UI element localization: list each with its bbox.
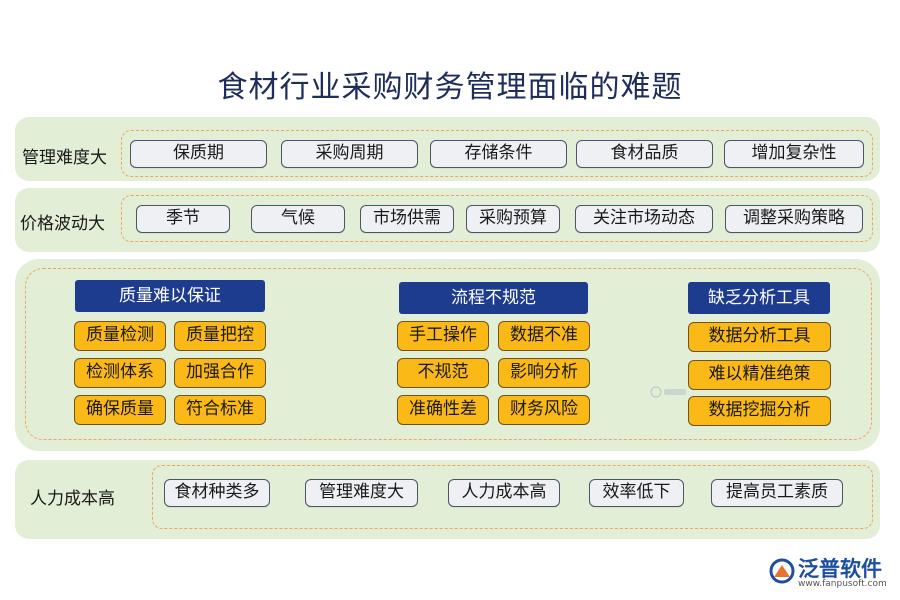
tag-box: 财务风险 [498, 395, 590, 425]
item-box: 采购周期 [281, 140, 418, 168]
tag-box: 加强合作 [174, 358, 266, 388]
row-label-management: 管理难度大 [22, 148, 107, 168]
dashed-frame-price [121, 195, 873, 242]
group-heading-tools: 缺乏分析工具 [688, 282, 830, 314]
tag-box: 难以精准绝策 [688, 360, 831, 390]
item-box: 人力成本高 [448, 479, 560, 507]
row-label-labor: 人力成本高 [30, 489, 115, 509]
tag-box: 质量检测 [74, 321, 166, 351]
item-box: 管理难度大 [305, 479, 418, 507]
item-box: 季节 [136, 205, 230, 233]
page-title: 食材行业采购财务管理面临的难题 [217, 70, 683, 105]
dashed-frame-management [121, 130, 873, 177]
logo-icon [769, 558, 795, 584]
item-box: 提高员工素质 [711, 479, 843, 507]
item-box: 存储条件 [430, 140, 567, 168]
logo-url: www.fanpusoft.com [798, 579, 887, 589]
item-box: 调整采购策略 [725, 205, 863, 233]
tag-box: 检测体系 [74, 358, 166, 388]
tag-box: 质量把控 [174, 321, 266, 351]
tag-box: 手工操作 [397, 321, 489, 351]
tag-box: 准确性差 [397, 395, 489, 425]
tag-box: 数据不准 [498, 321, 590, 351]
item-box: 气候 [251, 205, 345, 233]
item-box: 效率低下 [589, 479, 684, 507]
tag-box: 数据分析工具 [688, 322, 831, 352]
tag-box: 不规范 [397, 358, 489, 388]
item-box: 食材品质 [576, 140, 713, 168]
item-box: 保质期 [130, 140, 267, 168]
item-box: 食材种类多 [164, 479, 270, 507]
group-heading-quality: 质量难以保证 [75, 280, 265, 312]
tag-box: 影响分析 [498, 358, 590, 388]
item-box: 采购预算 [466, 205, 560, 233]
logo-name: 泛普软件 [798, 557, 882, 581]
dashed-frame-issues [25, 268, 872, 440]
row-label-price: 价格波动大 [20, 214, 105, 234]
dashed-frame-labor [152, 465, 873, 529]
item-box: 关注市场动态 [575, 205, 713, 233]
brand-logo: 泛普软件 www.fanpusoft.com [768, 553, 893, 593]
tag-box: 数据挖掘分析 [688, 396, 831, 426]
tag-box: 确保质量 [74, 395, 166, 425]
item-box: 市场供需 [360, 205, 454, 233]
item-box: 增加复杂性 [724, 140, 864, 168]
tag-box: 符合标准 [174, 395, 266, 425]
group-heading-process: 流程不规范 [399, 282, 588, 314]
watermark-icon [650, 386, 686, 398]
